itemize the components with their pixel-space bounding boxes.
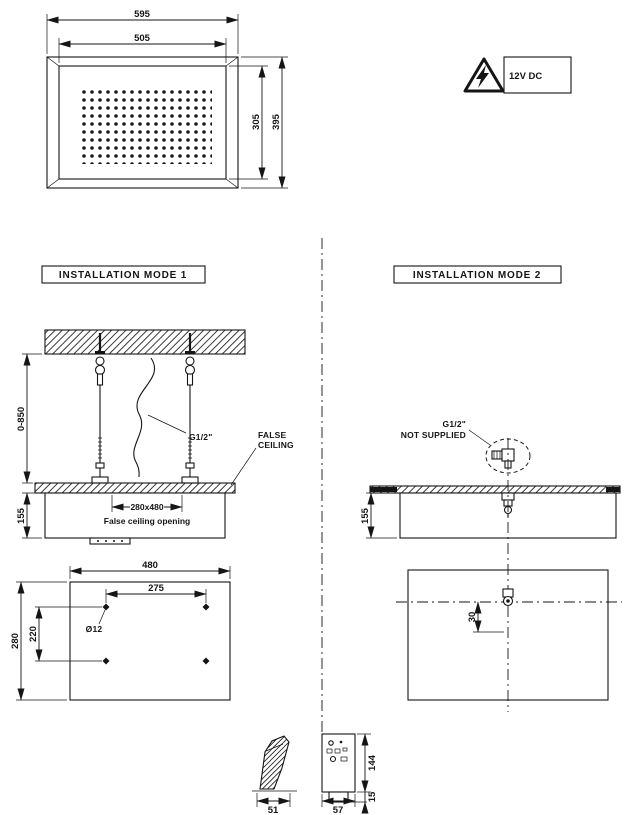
mode1-title: INSTALLATION MODE 1 bbox=[41, 265, 206, 284]
dim-ceiling-opening: 280x480 False ceiling opening bbox=[104, 495, 190, 526]
dim-body-height: 144 bbox=[357, 733, 378, 793]
ceiling-slab bbox=[44, 329, 246, 355]
dim-outer-height: 395 bbox=[241, 56, 288, 189]
voltage-label: 12V DC bbox=[509, 71, 542, 82]
remote-mount-foot bbox=[328, 791, 349, 803]
not-supplied-label: NOT SUPPLIED bbox=[401, 430, 466, 440]
hanger-rod-left bbox=[90, 331, 110, 485]
supply-pipe-squiggle bbox=[133, 357, 156, 478]
false-ceiling-label-2: CEILING bbox=[258, 440, 294, 450]
dim-label: 15 bbox=[367, 791, 378, 802]
dim-inlet-offset: 30 bbox=[467, 601, 504, 633]
product-top-view: 595 505 305 395 bbox=[46, 9, 288, 189]
dim-label: 305 bbox=[251, 113, 262, 130]
false-ceiling-panel bbox=[34, 482, 236, 494]
dim-plan-height: 280 bbox=[10, 581, 67, 701]
hole-diameter-callout: Ø12 bbox=[86, 609, 106, 634]
opening-caption-label: False ceiling opening bbox=[104, 516, 190, 526]
dim-label: 155 bbox=[16, 507, 27, 524]
dim-label: 144 bbox=[367, 754, 378, 771]
inlet-fitting-plan bbox=[502, 588, 514, 607]
power-spec-badge: 12V DC bbox=[463, 56, 572, 94]
dim-holder-depth: 51 bbox=[256, 793, 291, 815]
voltage-box bbox=[503, 56, 572, 94]
nozzle-grid bbox=[78, 86, 212, 164]
dim-label: 30 bbox=[467, 612, 478, 623]
pipe-thread-callout: G1/2" bbox=[147, 414, 212, 442]
false-ceiling-label-1: FALSE bbox=[258, 430, 287, 440]
dim-hanger-range: 0-850 bbox=[16, 353, 42, 484]
dim-recess-depth-mode2: 155 bbox=[360, 492, 397, 539]
dim-label: 57 bbox=[333, 805, 344, 815]
remote-control-front-view: 57 144 15 bbox=[321, 733, 378, 815]
installation-mode-1: INSTALLATION MODE 1 0-850 G1/2" FALSE CE… bbox=[10, 265, 294, 701]
dim-label: 480 bbox=[142, 560, 158, 571]
lightning-bolt-icon bbox=[476, 65, 489, 88]
dim-hole-spacing-x: 275 bbox=[105, 583, 207, 603]
recessed-housing bbox=[44, 492, 226, 539]
mode1-title-label: INSTALLATION MODE 1 bbox=[59, 270, 187, 281]
remote-holder-side-view: 51 bbox=[252, 735, 297, 815]
dim-label: 220 bbox=[28, 626, 39, 642]
mode1-plan-view: 480 275 280 220 Ø12 bbox=[10, 560, 231, 701]
opening-dim-label: 280x480 bbox=[130, 502, 163, 512]
dim-inner-height: 305 bbox=[229, 65, 268, 180]
dim-hole-spacing-y: 220 bbox=[28, 606, 102, 662]
hole-diameter-label: Ø12 bbox=[86, 624, 103, 634]
shower-head-protrusion bbox=[89, 537, 131, 545]
holder-wedge bbox=[259, 735, 290, 790]
dim-body-width: 57 bbox=[321, 794, 356, 815]
dim-foot-height: 15 bbox=[350, 791, 378, 814]
false-ceiling-callout: FALSE CEILING bbox=[230, 430, 294, 486]
pipe-thread-label: G1/2" bbox=[443, 419, 466, 429]
dim-label: 395 bbox=[271, 113, 282, 130]
pipe-thread-label: G1/2" bbox=[189, 432, 212, 442]
dim-label: 505 bbox=[134, 33, 151, 44]
dim-label: 275 bbox=[148, 583, 165, 594]
plan-outline bbox=[69, 581, 231, 701]
dim-label: 155 bbox=[360, 507, 371, 524]
dim-label: 595 bbox=[134, 9, 151, 20]
elbow-fitting bbox=[491, 448, 515, 469]
mode2-supply-callout: G1/2" NOT SUPPLIED bbox=[401, 419, 531, 474]
dim-plan-width: 480 bbox=[69, 560, 231, 579]
dim-recess-depth-mode1: 155 bbox=[16, 492, 42, 539]
remote-buttons bbox=[326, 740, 348, 763]
hanger-rod-right bbox=[180, 331, 200, 485]
installation-mode-2: INSTALLATION MODE 2 G1/2" NOT SUPPLIED bbox=[360, 265, 622, 712]
dim-label: 51 bbox=[268, 805, 279, 815]
dim-label: 0-850 bbox=[16, 407, 27, 431]
remote-body bbox=[321, 733, 356, 793]
dim-outer-width: 595 bbox=[46, 9, 239, 54]
inner-frame bbox=[58, 65, 227, 180]
dim-inner-width: 505 bbox=[58, 33, 227, 63]
mode2-title: INSTALLATION MODE 2 bbox=[393, 265, 562, 284]
dim-label: 280 bbox=[10, 633, 21, 649]
false-ceiling-panel-mode2 bbox=[369, 485, 621, 494]
mode2-title-label: INSTALLATION MODE 2 bbox=[413, 270, 541, 281]
